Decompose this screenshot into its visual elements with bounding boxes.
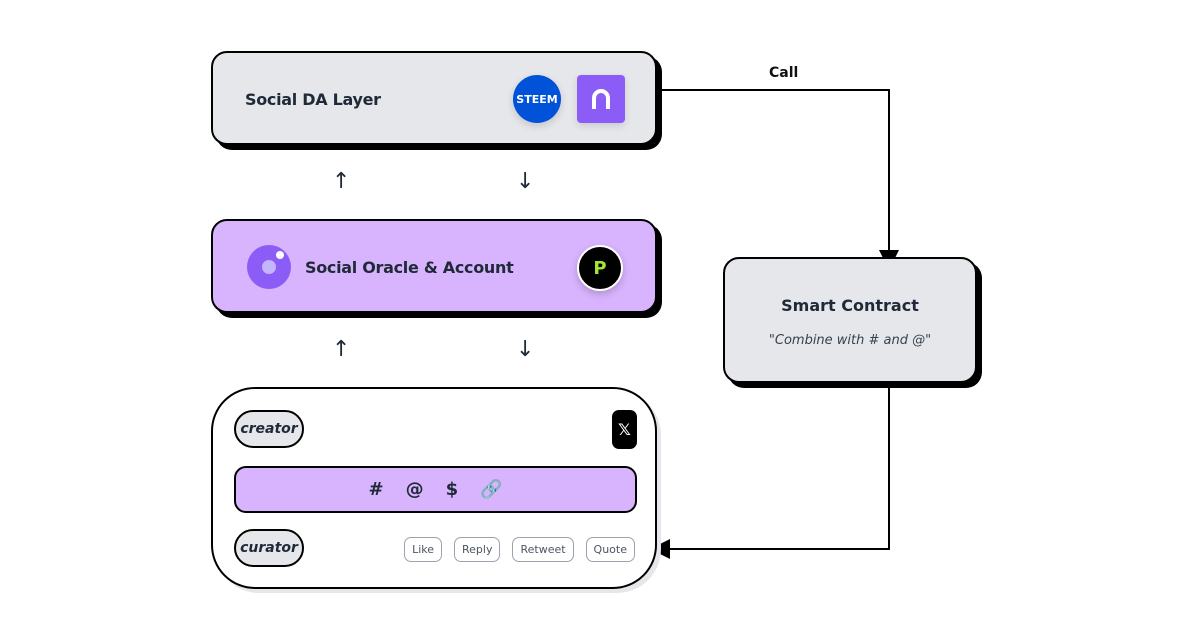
hash-icon: # bbox=[368, 479, 384, 500]
contract-subtitle: "Combine with # and @" bbox=[768, 333, 932, 348]
social-post-box: creator 𝕏 # @ $ 🔗 curator Like Reply Ret… bbox=[211, 387, 657, 589]
reply-button[interactable]: Reply bbox=[454, 537, 501, 562]
curator-pill: curator bbox=[234, 529, 304, 567]
up-arrow-icon: ↑ bbox=[332, 169, 351, 194]
oracle-title: Social Oracle & Account bbox=[305, 258, 514, 277]
contract-title: Smart Contract bbox=[781, 296, 919, 315]
steem-logo: STEEM bbox=[513, 75, 561, 123]
social-oracle-box: Social Oracle & Account P bbox=[211, 219, 657, 313]
p-logo: P bbox=[577, 245, 623, 291]
dollar-icon: $ bbox=[445, 479, 459, 500]
tags-bar: # @ $ 🔗 bbox=[234, 466, 637, 513]
link-icon: 🔗 bbox=[480, 479, 503, 500]
like-button[interactable]: Like bbox=[404, 537, 442, 562]
call-label: Call bbox=[769, 65, 799, 81]
quote-button[interactable]: Quote bbox=[585, 537, 635, 562]
smart-contract-box: Smart Contract "Combine with # and @" bbox=[723, 257, 977, 383]
at-icon: @ bbox=[405, 479, 424, 500]
down-arrow-icon: ↓ bbox=[516, 169, 535, 194]
call-edge bbox=[650, 89, 899, 270]
down-arrow-icon: ↓ bbox=[516, 337, 535, 362]
creator-pill: creator bbox=[234, 410, 304, 448]
return-edge bbox=[650, 371, 890, 559]
action-buttons: Like Reply Retweet Quote bbox=[404, 537, 635, 562]
social-da-layer-box: Social DA Layer STEEM bbox=[211, 51, 657, 145]
x-logo-icon: 𝕏 bbox=[612, 410, 637, 449]
up-arrow-icon: ↑ bbox=[332, 337, 351, 362]
oracle-logo-icon bbox=[247, 245, 291, 289]
arweave-logo bbox=[577, 75, 625, 123]
retweet-button[interactable]: Retweet bbox=[512, 537, 574, 562]
da-layer-title: Social DA Layer bbox=[245, 90, 381, 109]
arch-icon bbox=[592, 89, 610, 109]
